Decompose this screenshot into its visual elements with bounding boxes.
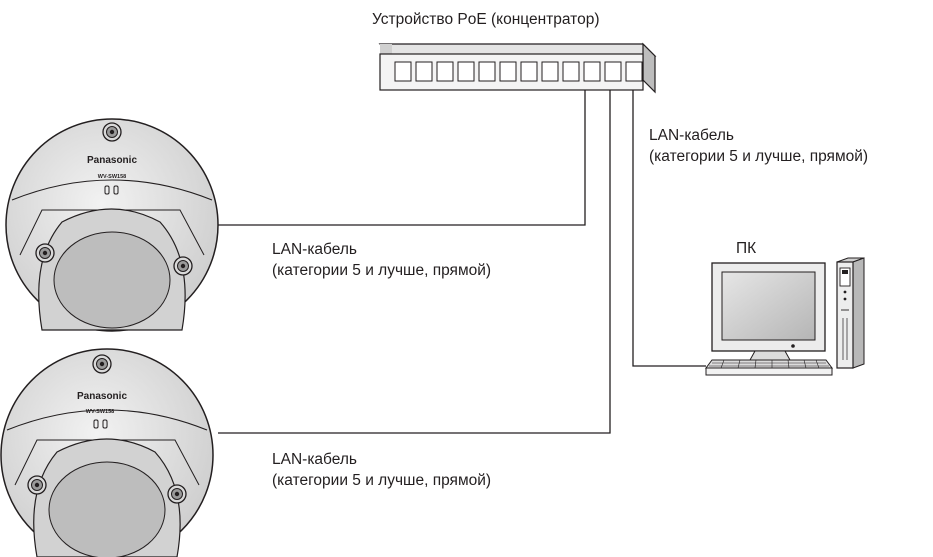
hub-port — [520, 61, 538, 82]
hub-port — [583, 61, 601, 82]
hub-port — [394, 61, 412, 82]
hub-port — [562, 61, 580, 82]
screw-icon — [27, 475, 47, 495]
hub-port — [415, 61, 433, 82]
pc-cable-label-line1: LAN-кабель — [649, 127, 734, 144]
camera-led-icon — [113, 185, 119, 195]
screw-icon — [167, 484, 187, 504]
pc — [705, 257, 865, 376]
monitor-icon — [711, 262, 826, 361]
cable-camera1-to-hub — [218, 80, 586, 226]
keyboard-icon — [705, 359, 833, 376]
hub-port — [478, 61, 496, 82]
camera2-cable-label: LAN-кабель (категории 5 и лучше, прямой) — [272, 449, 491, 491]
camera1-cable-label: LAN-кабель (категории 5 и лучше, прямой) — [272, 239, 491, 281]
camera-1: Panasonic WV-SW158 — [5, 118, 219, 332]
hub-label: Устройство PoE (концентратор) — [372, 11, 600, 28]
hub-ports — [394, 61, 643, 82]
camera-brand-logo: Panasonic — [77, 391, 127, 402]
hub-port — [499, 61, 517, 82]
camera-led-icon — [102, 419, 108, 429]
cable-camera2-to-hub — [218, 80, 611, 434]
camera1-cable-label-line2: (категории 5 и лучше, прямой) — [272, 262, 492, 279]
poe-hub — [378, 42, 657, 94]
camera1-cable-label-line1: LAN-кабель — [272, 241, 357, 258]
pc-label: ПК — [736, 240, 757, 257]
pc-cable-label-line2: (категории 5 и лучше, прямой) — [649, 148, 869, 165]
screw-icon — [173, 256, 193, 276]
screw-icon — [92, 354, 112, 374]
hub-port — [436, 61, 454, 82]
cable-pc-to-hub — [632, 80, 706, 367]
camera-brand-logo: Panasonic — [87, 155, 137, 166]
cable-lines — [218, 80, 706, 434]
pc-tower-icon — [836, 257, 865, 369]
pc-cable-label: LAN-кабель (категории 5 и лучше, прямой) — [649, 125, 868, 167]
camera-led-icon — [93, 419, 99, 429]
camera-2: Panasonic WV-SW158 — [0, 348, 214, 557]
camera-led-icon — [104, 185, 110, 195]
camera-model-label: WV-SW158 — [86, 409, 114, 415]
hub-port — [457, 61, 475, 82]
screw-icon — [102, 122, 122, 142]
camera-model-label: WV-SW158 — [98, 174, 126, 180]
hub-port — [541, 61, 559, 82]
hub-port — [604, 61, 622, 82]
screw-icon — [35, 243, 55, 263]
camera2-cable-label-line2: (категории 5 и лучше, прямой) — [272, 472, 492, 489]
camera2-cable-label-line1: LAN-кабель — [272, 451, 357, 468]
hub-port — [625, 61, 643, 82]
